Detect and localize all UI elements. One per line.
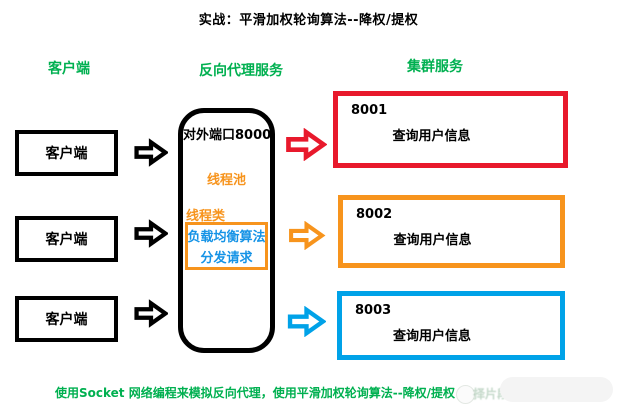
client-box-3: 客户端 [15,296,118,342]
client-box-1-label: 客户端 [45,146,88,162]
client-box-3-label: 客户端 [45,312,88,328]
column-header-cluster: 集群服务 [407,59,463,75]
server-box-8001: 8001 查询用户信息 [333,91,568,168]
server-8002-label: 查询用户信息 [393,233,472,248]
orange-arrow-icon [289,221,326,250]
blue-arrow-icon [287,306,326,337]
proxy-port-label: 对外端口8000 [183,128,272,143]
black-arrow-icon [134,219,168,248]
server-8001-port: 8001 [351,103,388,118]
thread-pool-label: 线程池 [206,173,246,188]
server-8003-port: 8003 [355,303,392,318]
black-arrow-icon [134,138,168,167]
black-arrow-icon [134,299,168,328]
thread-class-label: 线程类 [186,209,226,224]
server-box-8003: 8003 查询用户信息 [337,291,565,360]
column-header-proxy: 反向代理服务 [199,63,283,79]
watermark-logo [456,385,475,404]
red-arrow-icon [286,128,327,161]
dispatch-request-label: 分发请求 [200,250,253,266]
client-box-1: 客户端 [15,130,118,176]
load-balance-box: 负载均衡算法 分发请求 [185,222,268,270]
server-8002-port: 8002 [356,207,393,222]
watermark-blob [500,377,613,402]
column-header-client: 客户端 [48,61,90,77]
reverse-proxy-box: 对外端口8000 线程池 线程类 负载均衡算法 分发请求 [178,108,275,353]
client-box-2: 客户端 [15,216,118,262]
footer-note: 使用Socket 网络编程来模拟反向代理，使用平滑加权轮询算法--降权/提权 [55,386,456,400]
server-box-8002: 8002 查询用户信息 [338,195,565,268]
load-balance-algorithm-label: 负载均衡算法 [187,230,266,246]
server-8001-label: 查询用户信息 [392,129,471,144]
diagram-title: 实战：平滑加权轮询算法--降权/提权 [198,13,419,28]
client-box-2-label: 客户端 [45,232,88,248]
server-8003-label: 查询用户信息 [392,329,471,344]
